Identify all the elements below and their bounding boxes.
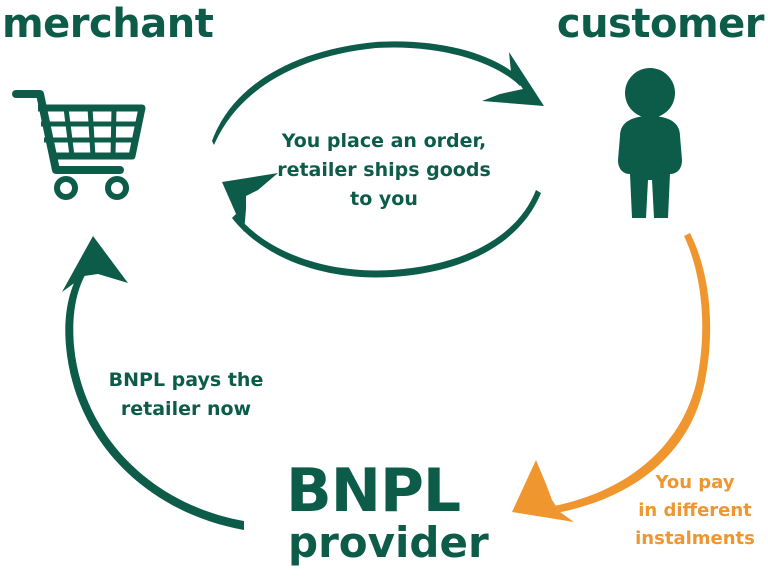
person-icon [618,68,682,218]
arrow-provider-to-merchant [62,236,244,530]
payout-flow-line: BNPL pays the [108,369,264,391]
instalments-flow-line: in different [638,500,752,521]
instalments-flow-line: You pay [655,472,735,493]
order-flow-line: to you [350,188,418,210]
bnpl-provider-label: BNPL provider [286,456,489,567]
arrow-merchant-to-customer [212,41,544,145]
arrow-customer-to-merchant [222,173,541,278]
shopping-cart-icon [12,90,146,200]
merchant-label: merchant [2,1,214,47]
instalments-flow-label: You pay in different instalments [622,469,768,553]
arrow-customer-to-provider [512,233,711,522]
payout-flow-line: retailer now [120,398,252,420]
order-flow-line: retailer ships goods [277,159,491,181]
payout-flow-label: BNPL pays the retailer now [96,366,276,424]
provider-subtitle: provider [288,518,489,567]
order-flow-line: You place an order, [281,130,487,152]
instalments-flow-line: instalments [635,528,755,549]
order-flow-label: You place an order, retailer ships goods… [266,127,502,214]
customer-label: customer [556,1,765,47]
provider-title: BNPL [286,456,461,526]
